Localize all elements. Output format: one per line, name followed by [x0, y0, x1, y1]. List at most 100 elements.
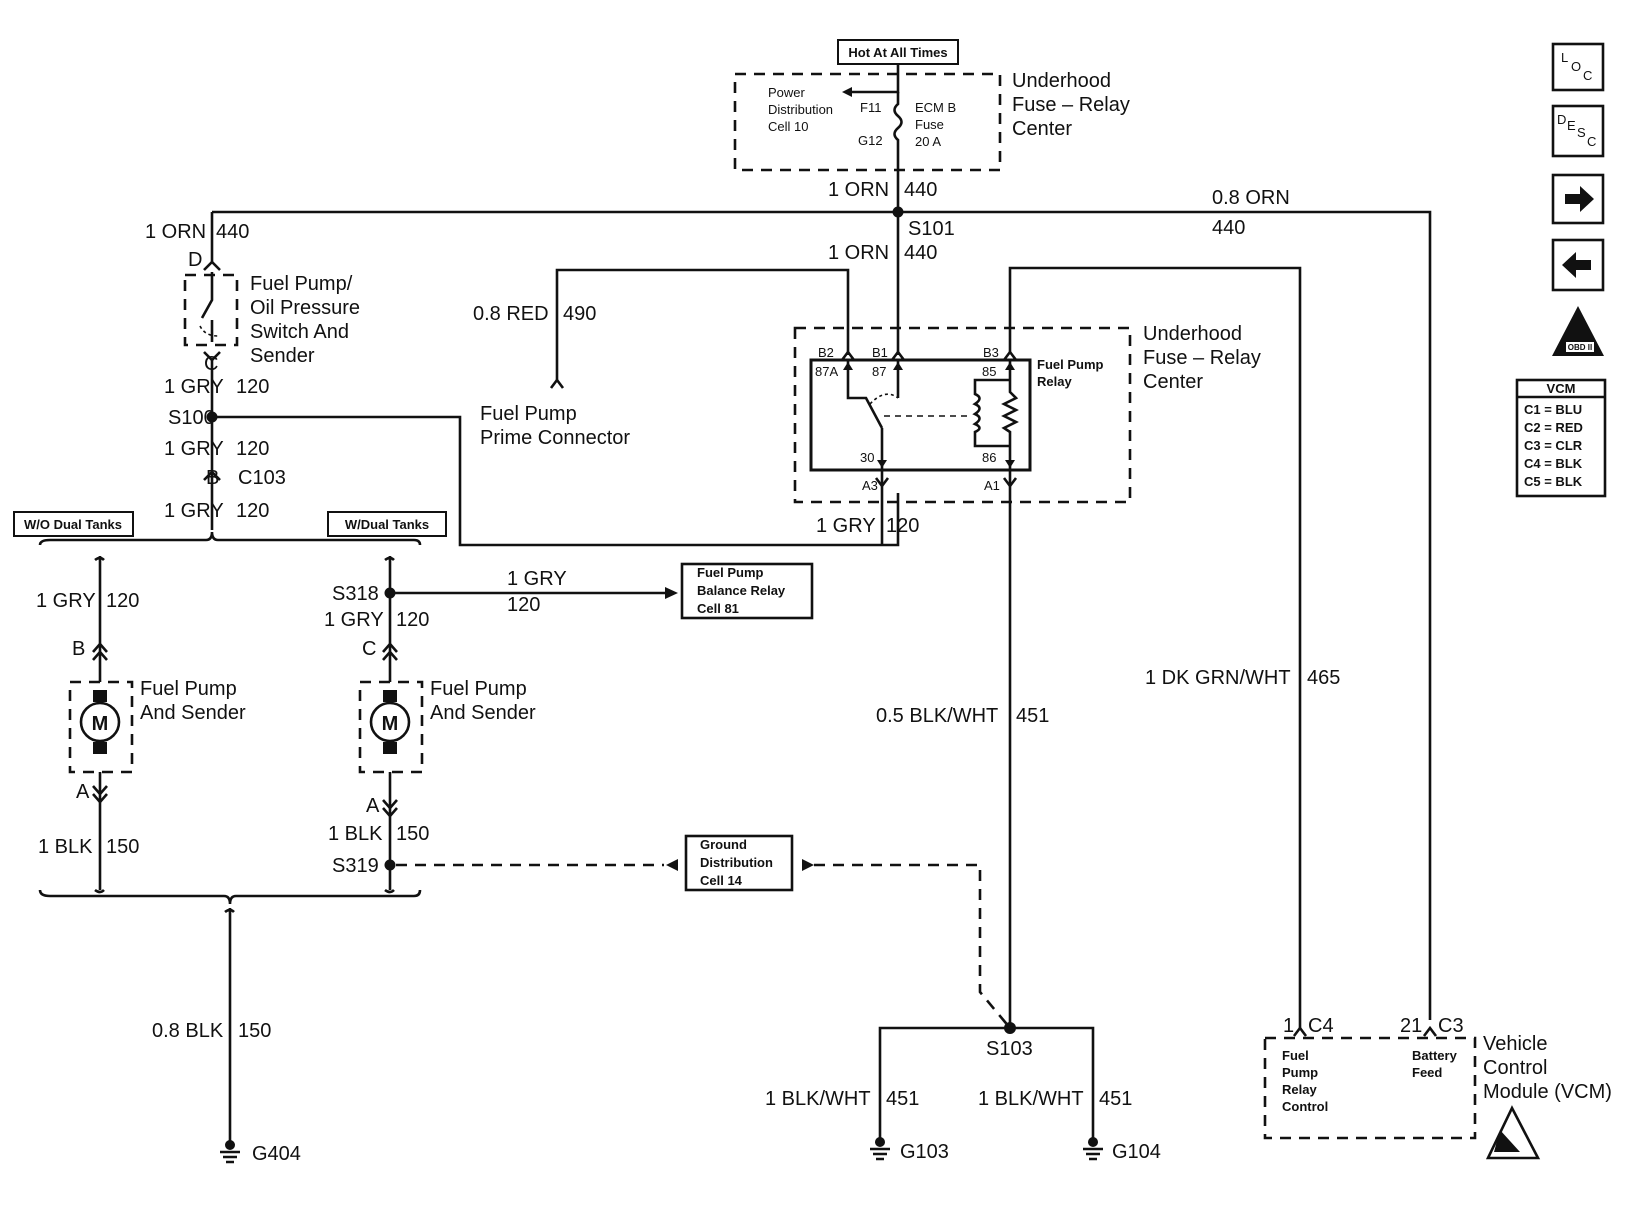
wire-label-gry-bal: 1 GRY — [507, 568, 567, 590]
svg-text:Distribution: Distribution — [768, 102, 833, 117]
obd-ii-button[interactable]: OBD II — [1552, 306, 1604, 356]
svg-text:VCM: VCM — [1547, 381, 1576, 396]
balance-arrow — [665, 587, 678, 599]
ground-g103-label: G103 — [900, 1141, 949, 1163]
wo-dual-tanks-box — [13, 511, 134, 537]
fuse-pin-g12: G12 — [858, 133, 883, 148]
ground-dist-right-arrow — [802, 859, 814, 871]
relay-pin-85: 85 — [982, 364, 996, 379]
s100-to-relay-wire — [212, 415, 900, 547]
svg-text:Prime Connector: Prime Connector — [480, 427, 630, 449]
circuit-120-relay: 120 — [886, 515, 919, 537]
vcm-pin-1: 1 — [1283, 1015, 1294, 1037]
previous-page-button[interactable] — [1551, 238, 1605, 292]
wire-label-gry2: 1 GRY — [164, 438, 224, 460]
pump1-pin-b-connector — [92, 642, 108, 661]
pump1-pin-b: B — [72, 638, 85, 660]
pdc-arrow — [842, 87, 852, 97]
relay-coil-resistor — [972, 360, 1019, 470]
svg-text:S: S — [1577, 125, 1586, 140]
next-page-button[interactable] — [1551, 173, 1605, 225]
circuit-490: 490 — [563, 303, 596, 325]
relay-86-arrow — [1005, 460, 1015, 468]
svg-text:Fuel Pump/: Fuel Pump/ — [250, 273, 353, 295]
switch-pin-d: D — [188, 249, 202, 271]
balance-relay-label: Fuel Pump Balance Relay Cell 81 — [697, 565, 786, 616]
svg-text:Balance Relay: Balance Relay — [697, 583, 786, 598]
relay-pin-87a: 87A — [815, 364, 838, 379]
circuit-120-a: 120 — [236, 376, 269, 398]
ground-g404-label: G404 — [252, 1143, 301, 1165]
prime-connector-pin — [549, 377, 565, 389]
svg-text:Underhood: Underhood — [1143, 323, 1242, 345]
svg-text:Battery: Battery — [1412, 1048, 1458, 1063]
circuit-150-w: 150 — [396, 823, 429, 845]
circuit-440-top: 440 — [904, 179, 937, 201]
wire-label-blk-g404: 0.8 BLK — [152, 1020, 224, 1042]
svg-text:20 A: 20 A — [915, 134, 941, 149]
relay-pin-86: 86 — [982, 450, 996, 465]
wire-label-blkwht-g104: 1 BLK/WHT — [978, 1088, 1084, 1110]
description-button[interactable]: D E S C — [1551, 104, 1605, 158]
switch-sensor-link — [199, 325, 219, 337]
circuit-150-wo: 150 — [106, 836, 139, 858]
svg-text:Distribution: Distribution — [700, 855, 773, 870]
relay-pin-30: 30 — [860, 450, 874, 465]
svg-text:Center: Center — [1012, 118, 1072, 140]
pump2-pin-c-connector — [382, 642, 398, 661]
circuit-451-g104: 451 — [1099, 1088, 1132, 1110]
svg-text:Feed: Feed — [1412, 1065, 1442, 1080]
connector-c103-label: C103 — [238, 467, 286, 489]
vcm-connector-legend: VCM C1 = BLU C2 = RED C3 = CLR C4 = BLK … — [1515, 378, 1607, 498]
relay-armature-link — [869, 393, 899, 405]
splice-s103-label: S103 — [986, 1038, 1033, 1060]
fuse-pin-f11: F11 — [860, 100, 881, 115]
splice-s318-label: S318 — [332, 583, 379, 605]
wo-dual-tanks-label: W/O Dual Tanks — [24, 517, 122, 532]
vcm-connector-c3: C3 — [1438, 1015, 1464, 1037]
svg-text:Fuel Pump: Fuel Pump — [480, 403, 577, 425]
svg-text:Fuel: Fuel — [1282, 1048, 1309, 1063]
c103-connector — [203, 470, 221, 481]
pump1-ground-wire — [94, 772, 105, 894]
pump2-motor-bottom — [383, 742, 397, 754]
svg-text:Fuel Pump: Fuel Pump — [1037, 357, 1104, 372]
circuit-451-g103: 451 — [886, 1088, 919, 1110]
ground-dist-to-s103-wire — [814, 863, 1011, 1029]
svg-text:And Sender: And Sender — [140, 702, 246, 724]
svg-text:Fuel Pump: Fuel Pump — [140, 678, 237, 700]
g404-ground-wire — [224, 908, 235, 1145]
svg-text:Cell 10: Cell 10 — [768, 119, 808, 134]
vcm-connectors — [1292, 1025, 1438, 1037]
pump1-motor-icon — [79, 701, 121, 743]
svg-text:Sender: Sender — [250, 345, 315, 367]
s103-ground-branches — [878, 1026, 1095, 1142]
svg-text:Oil Pressure: Oil Pressure — [250, 297, 360, 319]
ground-dist-left-arrow — [666, 859, 678, 871]
orn-bus-wire — [212, 210, 1432, 1020]
hot-bus-wire — [850, 64, 900, 94]
svg-text:Hot At All Times: Hot At All Times — [848, 45, 947, 60]
w-dual-tanks-box — [327, 511, 447, 537]
relay-85-arrow — [1005, 362, 1015, 370]
hot-at-all-times-box: Hot At All Times — [837, 39, 959, 65]
pump2-motor-icon — [369, 701, 411, 743]
svg-text:Center: Center — [1143, 371, 1203, 393]
pump1-label: Fuel Pump And Sender — [140, 678, 246, 724]
relay-center-box — [793, 326, 1132, 504]
pump1-motor-bottom — [93, 742, 107, 754]
svg-text:Switch And: Switch And — [250, 321, 349, 343]
location-button[interactable]: L O C — [1551, 42, 1605, 92]
relay-pin-b1: B1 — [872, 345, 888, 360]
svg-text:Relay: Relay — [1037, 374, 1072, 389]
tank-option-brace-top — [38, 531, 422, 546]
wire-label-gry-wo: 1 GRY — [36, 590, 96, 612]
relay-30-arrow — [877, 460, 887, 468]
relay-pin-b2: B2 — [818, 345, 834, 360]
circuit-440-left: 440 — [216, 221, 249, 243]
svg-text:L: L — [1561, 50, 1568, 65]
wire-label-gry1: 1 GRY — [164, 376, 224, 398]
pump2-pin-a: A — [366, 795, 380, 817]
arrow-right-icon — [1565, 186, 1594, 212]
